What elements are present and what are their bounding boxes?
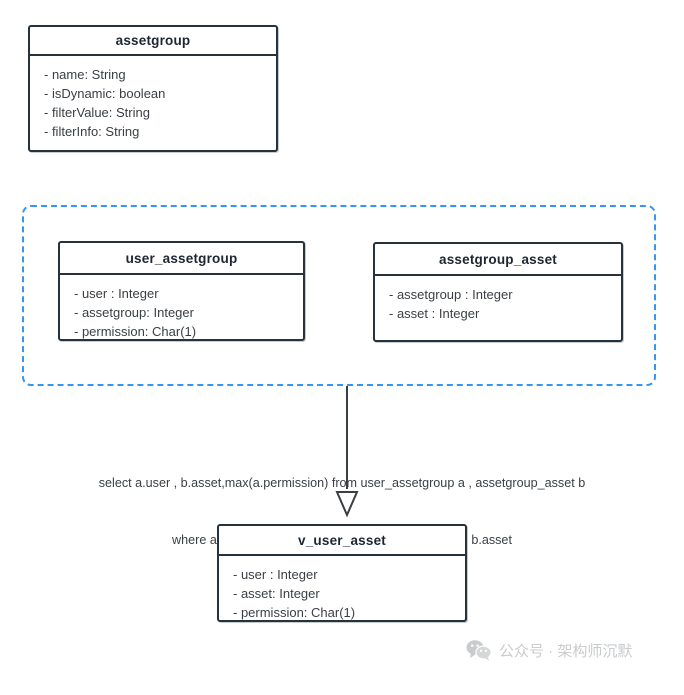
- class-attributes-assetgroup: - name: String - isDynamic: boolean - fi…: [30, 56, 276, 147]
- class-title-user-assetgroup: user_assetgroup: [60, 243, 303, 275]
- class-attribute: - filterValue: String: [44, 105, 150, 120]
- class-attribute: - asset: Integer: [233, 586, 320, 601]
- arrowhead-icon: [335, 491, 359, 518]
- class-box-assetgroup-asset[interactable]: assetgroup_asset - assetgroup : Integer …: [373, 242, 623, 342]
- class-box-assetgroup[interactable]: assetgroup - name: String - isDynamic: b…: [28, 25, 278, 152]
- class-box-v-user-asset[interactable]: v_user_asset - user : Integer - asset: I…: [217, 524, 467, 622]
- diagram-canvas: assetgroup - name: String - isDynamic: b…: [22, 25, 656, 661]
- arrowhead-hollow-triangle: [334, 487, 360, 518]
- watermark: 公众号 · 架构师沉默: [466, 605, 632, 695]
- class-attributes-user-assetgroup: - user : Integer - assetgroup: Integer -…: [60, 275, 303, 347]
- class-attribute: - user : Integer: [74, 286, 159, 301]
- class-attribute: - name: String: [44, 67, 126, 82]
- class-title-assetgroup-asset: assetgroup_asset: [375, 244, 621, 276]
- class-title-v-user-asset: v_user_asset: [219, 526, 465, 556]
- class-attributes-v-user-asset: - user : Integer - asset: Integer - perm…: [219, 556, 465, 628]
- class-attribute: - assetgroup : Integer: [389, 287, 513, 302]
- group-container-dashed[interactable]: [22, 205, 656, 386]
- class-title-assetgroup: assetgroup: [30, 27, 276, 56]
- class-attributes-assetgroup-asset: - assetgroup : Integer - asset : Integer: [375, 276, 621, 329]
- class-attribute: - permission: Char(1): [233, 605, 356, 620]
- watermark-text: 公众号 · 架构师沉默: [499, 642, 633, 660]
- wechat-logo-icon: [466, 640, 492, 661]
- connector-line-group-to-view: [346, 386, 348, 489]
- sql-annotation-line1: select a.user , b.asset,max(a.permission…: [98, 476, 586, 490]
- class-attribute: - filterInfo: String: [44, 124, 140, 139]
- class-attribute: - permission: Char(1): [74, 324, 197, 339]
- wechat-icon: [466, 605, 492, 695]
- class-attribute: - isDynamic: boolean: [44, 86, 166, 101]
- class-box-user-assetgroup[interactable]: user_assetgroup - user : Integer - asset…: [58, 241, 305, 341]
- class-attribute: - asset : Integer: [389, 306, 480, 321]
- class-attribute: - assetgroup: Integer: [74, 305, 194, 320]
- class-attribute: - user : Integer: [233, 567, 318, 582]
